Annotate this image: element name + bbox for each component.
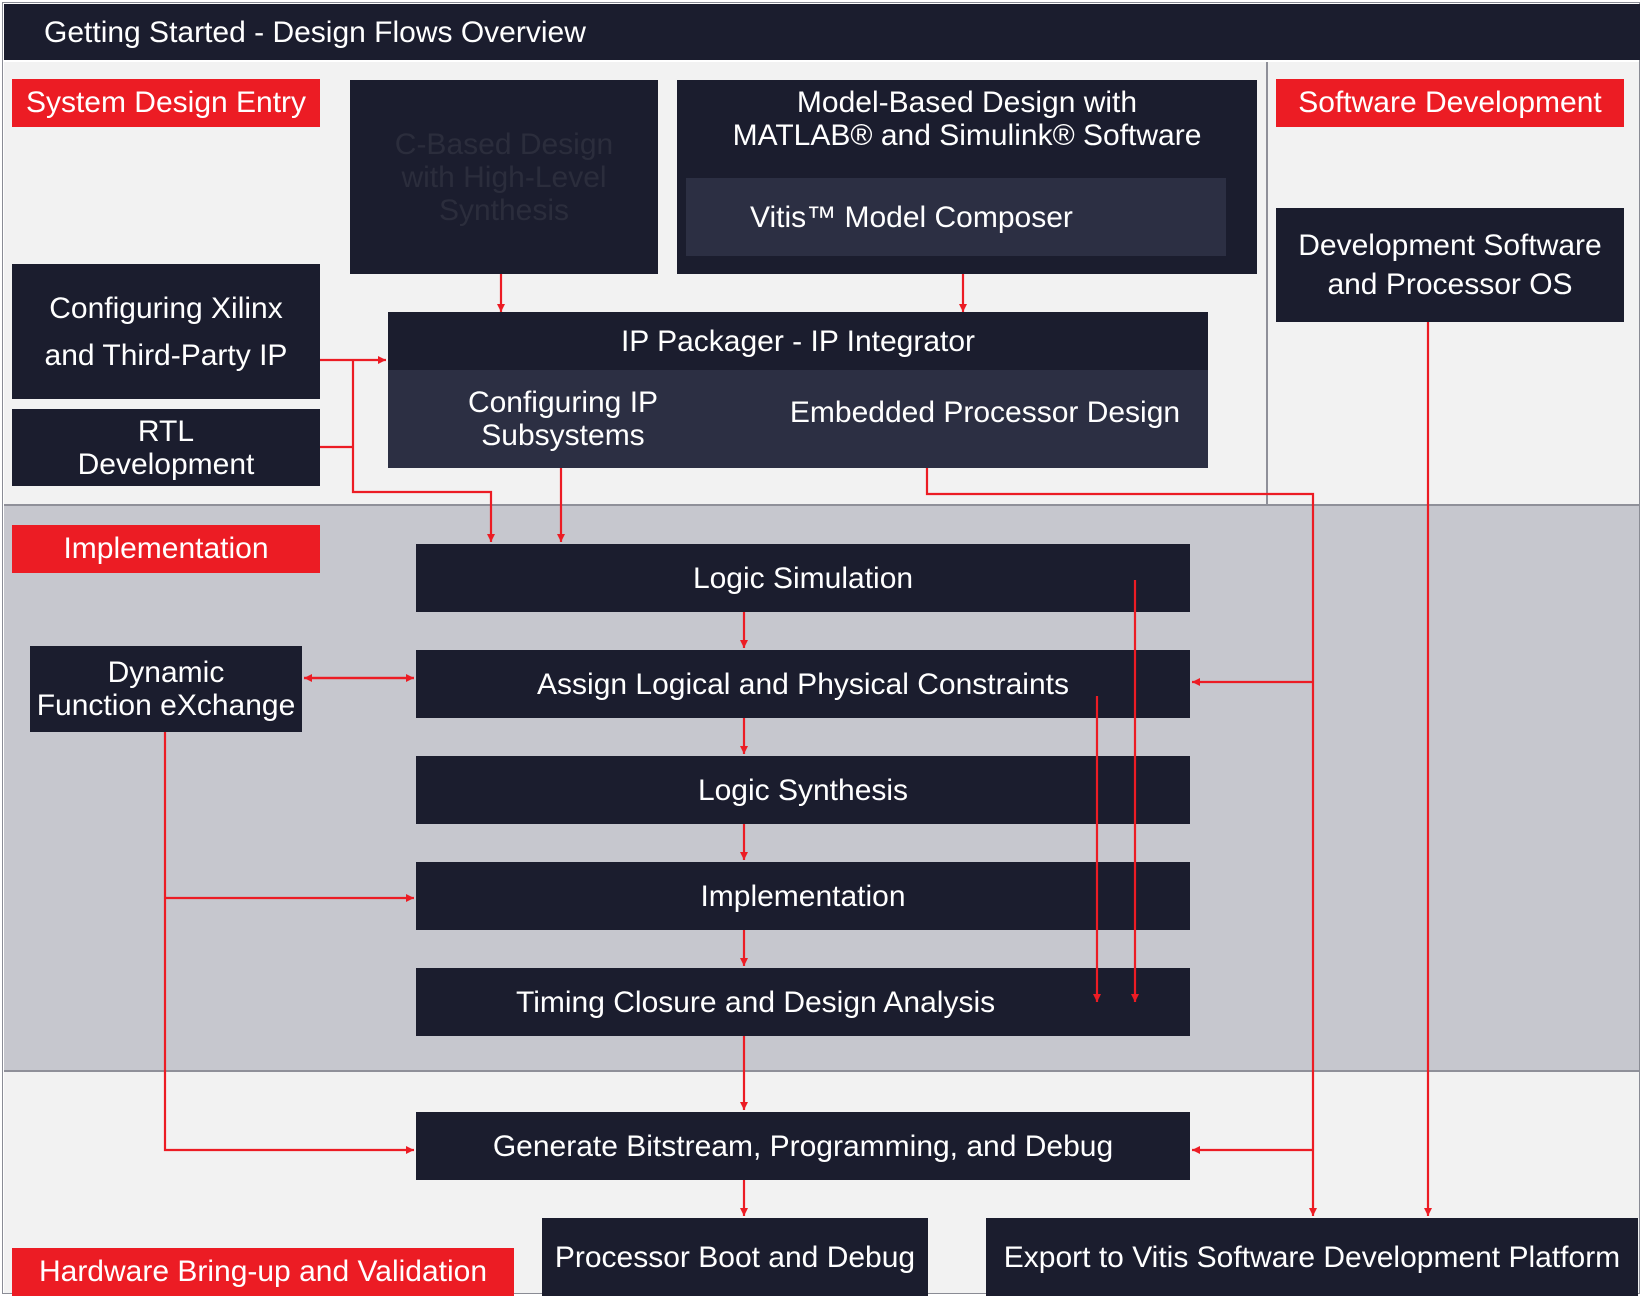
generate-bitstream-box[interactable]: Generate Bitstream, Programming, and Deb…	[416, 1112, 1190, 1180]
c-based-design-box[interactable]: C-Based Design with High-Level Synthesis	[350, 80, 658, 274]
processor-boot-debug-box[interactable]: Processor Boot and Debug	[542, 1218, 928, 1296]
section-label-implementation: Implementation	[12, 525, 320, 573]
export-vitis-box[interactable]: Export to Vitis Software Development Pla…	[986, 1218, 1638, 1296]
ip-packager-integrator-box[interactable]: IP Packager - IP Integrator	[388, 312, 1208, 370]
section-label-software-development: Software Development	[1276, 79, 1624, 127]
configuring-ip-box[interactable]: Configuring Xilinx and Third-Party IP	[12, 264, 320, 399]
configuring-ip-subsystems-item[interactable]: Configuring IP Subsystems	[467, 386, 659, 452]
section-label-system-design-entry: System Design Entry	[12, 79, 320, 127]
implementation-box[interactable]: Implementation	[416, 862, 1190, 930]
ip-subsystems-panel	[388, 370, 1208, 468]
development-software-os-box[interactable]: Development Software and Processor OS	[1276, 208, 1624, 322]
constraints-box[interactable]: Assign Logical and Physical Constraints	[416, 650, 1190, 718]
section-label-hardware-bringup: Hardware Bring-up and Validation	[12, 1248, 514, 1296]
logic-simulation-box[interactable]: Logic Simulation	[416, 544, 1190, 612]
timing-closure-box[interactable]: Timing Closure and Design Analysis	[416, 968, 1190, 1036]
dynamic-function-exchange-box[interactable]: Dynamic Function eXchange	[30, 646, 302, 732]
vitis-model-composer-box[interactable]: Vitis™ Model Composer	[686, 178, 1226, 256]
logic-synthesis-box[interactable]: Logic Synthesis	[416, 756, 1190, 824]
title-bar: Getting Started - Design Flows Overview	[4, 4, 1640, 60]
rtl-development-box[interactable]: RTL Development	[12, 409, 320, 486]
embedded-processor-design-item[interactable]: Embedded Processor Design	[789, 395, 1181, 429]
software-section-divider	[1266, 62, 1268, 504]
page-title: Getting Started - Design Flows Overview	[44, 16, 586, 49]
model-based-design-label: Model-Based Design with MATLAB® and Simu…	[732, 86, 1202, 152]
